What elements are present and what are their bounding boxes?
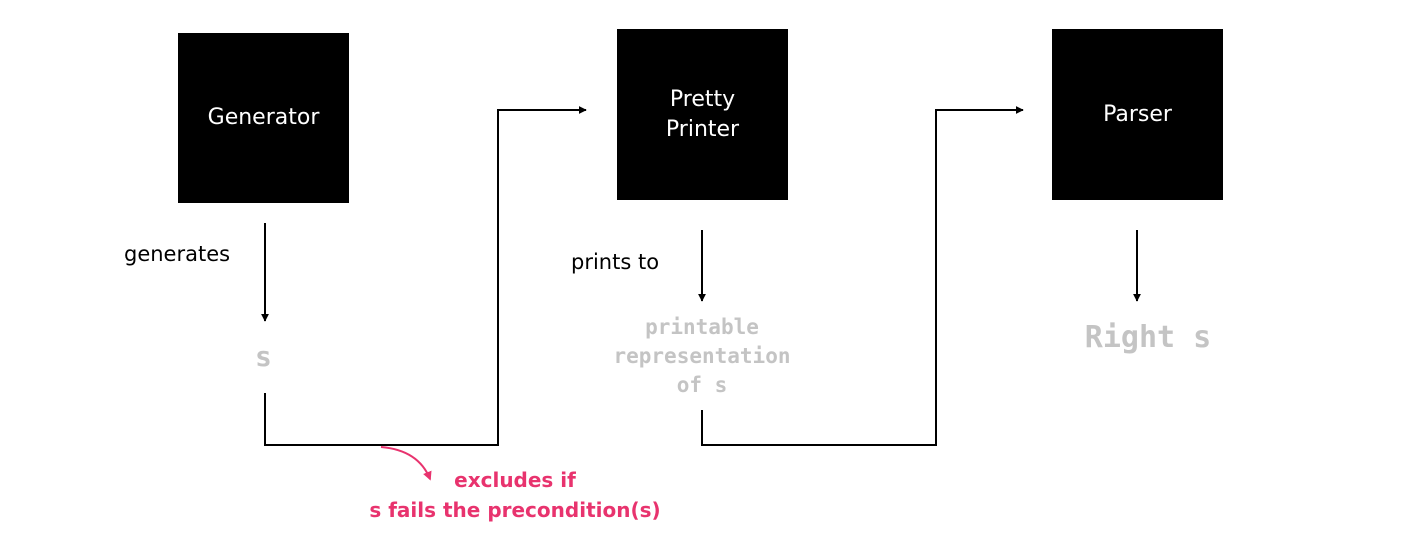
pretty-printer-box: Pretty Printer [617,29,788,200]
s-to-printer-connector [264,106,587,446]
printable-representation-value: printable representation of s [592,313,812,400]
exclusion-note-line-1: excludes if [454,468,576,492]
printable-line-1: printable [645,315,759,339]
s-value: s [255,340,272,373]
exclusion-note: excludes if s fails the precondition(s) [352,465,678,525]
parser-box: Parser [1052,29,1223,200]
printable-line-3: of s [676,373,728,397]
right-s-value: Right s [1084,320,1212,355]
printable-line-2: representation [613,344,791,368]
exclusion-curve-arrow [380,446,432,481]
generator-box: Generator [178,33,349,203]
generates-label: generates [124,242,231,266]
parser-label: Parser [1103,101,1172,127]
pretty-printer-label: Pretty Printer [665,86,740,142]
generator-label: Generator [207,105,320,130]
printable-to-parser-connector [701,106,1024,446]
prints-to-label: prints to [571,250,660,274]
exclusion-note-line-2: s fails the precondition(s) [369,498,661,522]
